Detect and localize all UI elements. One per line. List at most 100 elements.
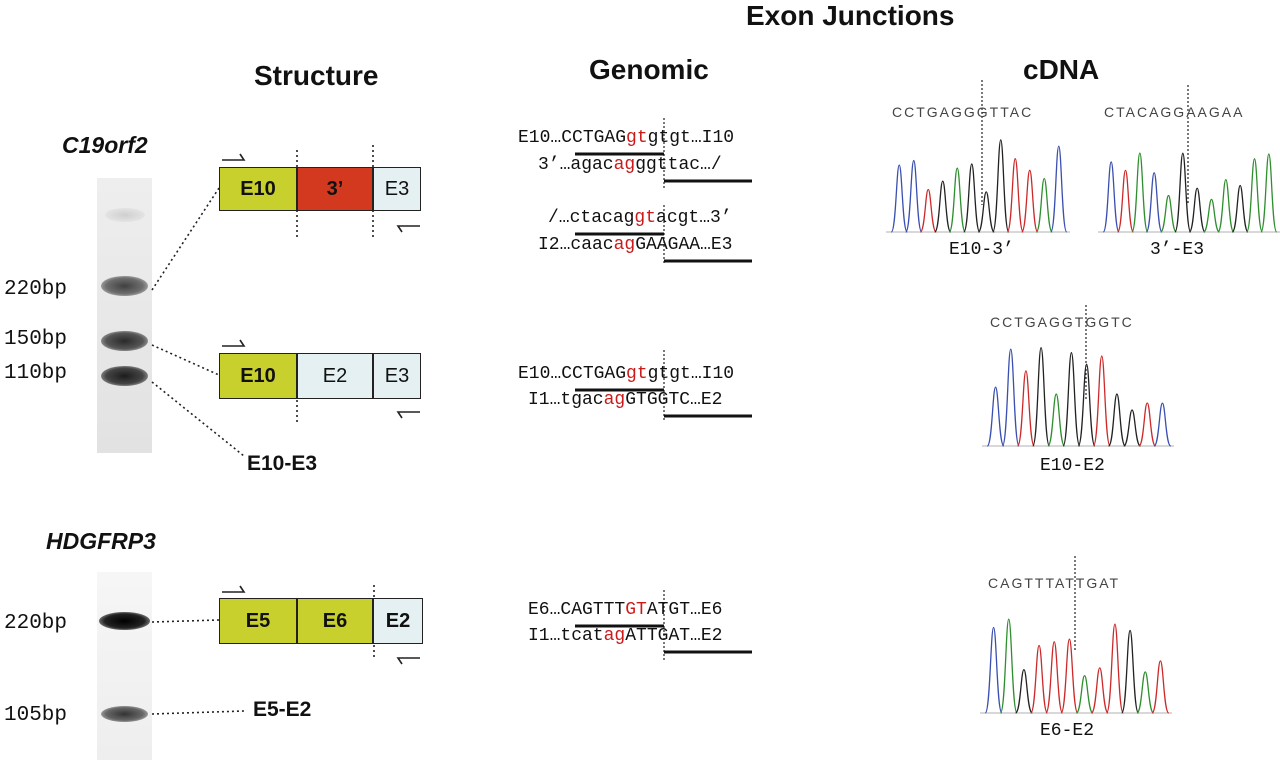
genomic-seq-line: E6…CAGTTTGTATGT…E6 <box>528 600 722 620</box>
genomic-seq-line: 3’…agacagggttac…/ <box>538 155 722 175</box>
seq-part: E10… <box>518 128 562 148</box>
chromatogram-peak <box>905 159 923 233</box>
exon-box-3prime: 3’ <box>297 167 373 211</box>
chromatogram-sequence: CTACAGGAAGAA <box>1104 104 1245 120</box>
chromatogram-peak <box>1060 638 1079 714</box>
band-size-label: 220bp <box>4 612 68 635</box>
chromatogram-peak <box>1032 347 1051 447</box>
chromatogram-peak <box>1188 187 1206 233</box>
seq-part: GTGGTC <box>625 390 691 410</box>
seq-part: E10… <box>518 364 562 384</box>
seq-part: I1…tgac <box>528 390 604 410</box>
chromatogram-peak <box>1145 172 1163 233</box>
seq-part: CCTGAG <box>561 128 627 148</box>
exon-box-e6: E6 <box>297 598 373 644</box>
chromatogram-peak <box>1062 351 1081 447</box>
chromatogram-peak <box>963 163 981 233</box>
seq-part: gtgt…I10 <box>647 364 735 384</box>
chromatogram-peak <box>1090 667 1109 714</box>
exon-box-e5: E5 <box>219 598 297 644</box>
chromatogram-peak <box>1016 370 1035 447</box>
gel-band <box>101 331 148 351</box>
exon-box-e2: E2 <box>297 353 373 399</box>
seq-part: gtgt…I10 <box>647 128 735 148</box>
seq-part: ATGT…E6 <box>646 600 723 620</box>
seq-part: …/ <box>700 155 722 175</box>
chromatogram-peak <box>948 167 966 233</box>
seq-part: ATTGAT <box>625 626 691 646</box>
exon-box-e3: E3 <box>373 167 421 211</box>
chromatogram-sequence: CCTGAGGTGGTC <box>990 314 1134 330</box>
genomic-seq-line: I1…tgacagGTGGTC…E2 <box>528 390 722 410</box>
chromatogram-peak <box>992 139 1010 233</box>
exon-box-e2: E2 <box>373 598 423 644</box>
chromatogram-peak <box>1131 152 1149 233</box>
chromatogram-peak <box>1245 158 1264 233</box>
chromatogram-peak <box>1138 402 1157 447</box>
seq-part: …E3 <box>700 235 733 255</box>
chromatogram-peak <box>890 164 908 233</box>
chromatogram-label: E10-E2 <box>1040 456 1105 476</box>
seq-part: ctacag <box>569 208 635 228</box>
chromatogram-peak <box>984 626 1003 714</box>
seq-part: …E2 <box>690 390 723 410</box>
seq-donor: gt <box>626 364 648 384</box>
chromatogram-peak <box>1075 674 1094 714</box>
seq-acceptor: ag <box>603 626 626 646</box>
chromatogram-peak <box>1050 145 1068 233</box>
chromatogram-peak <box>1001 348 1020 447</box>
chromatogram-peak <box>1006 158 1024 233</box>
chromatogram-peak <box>1151 660 1170 714</box>
chromatogram-peak <box>1047 393 1066 447</box>
exon-box-e10: E10 <box>219 167 297 211</box>
gene-name-hdgfrp3: HDGFRP3 <box>46 528 156 554</box>
seq-part: …E2 <box>690 626 723 646</box>
gel-lane-c19orf2 <box>97 178 152 453</box>
band-size-label: 220bp <box>4 278 68 301</box>
gel-band <box>101 276 148 296</box>
gel-lane-hdgfrp3 <box>97 572 152 760</box>
header-structure: Structure <box>254 60 379 91</box>
chromatogram-peak <box>1217 179 1235 233</box>
seq-part: GAAGAA <box>635 235 701 255</box>
gel-band <box>105 208 145 222</box>
gene-name-c19orf2: C19orf2 <box>62 132 148 158</box>
header-genomic: Genomic <box>589 54 709 85</box>
genomic-seq-line: E10…CCTGAGgtgtgt…I10 <box>518 128 734 148</box>
genomic-seq-line: I2…caacagGAAGAA…E3 <box>538 235 732 255</box>
skip-label-e5-e2: E5-E2 <box>253 698 312 721</box>
seq-part: 3’… <box>538 155 571 175</box>
title-exon-junctions: Exon Junctions <box>746 0 955 31</box>
chromatogram-peak <box>1121 629 1140 714</box>
genomic-seq-line: I1…tcatagATTGAT…E2 <box>528 626 722 646</box>
chromatogram-peak <box>999 618 1018 714</box>
genomic-seq-line: /…ctacaggtacgt…3’ <box>548 208 732 228</box>
header-cdna: cDNA <box>1023 54 1100 85</box>
chromatogram-peak <box>1077 363 1096 447</box>
band-size-label: 105bp <box>4 704 68 727</box>
chromatogram-peak <box>1153 402 1172 447</box>
seq-acceptor: ag <box>613 235 636 255</box>
chromatogram-peak <box>986 386 1005 447</box>
chromatogram-peak <box>1092 355 1111 447</box>
chromatogram-peak <box>1014 669 1033 714</box>
seq-donor: GT <box>625 600 647 620</box>
seq-part: I1…tcat <box>528 626 604 646</box>
gel-band <box>101 366 148 386</box>
chromatogram-label: E6-E2 <box>1040 721 1095 741</box>
chromatogram-label: 3’-E3 <box>1150 240 1205 260</box>
chromatogram-peak <box>1174 152 1192 233</box>
chromatogram-peak <box>919 188 937 233</box>
skip-label-e10-e3: E10-E3 <box>247 452 318 475</box>
chromatogram-peak <box>1260 153 1278 233</box>
seq-part: CCTGAG <box>561 364 627 384</box>
genomic-seq-line: E10…CCTGAGgtgtgt…I10 <box>518 364 734 384</box>
chromatogram-peak <box>1159 194 1178 233</box>
chromatogram-peak <box>1035 177 1053 233</box>
chromatogram-peak <box>1045 641 1064 714</box>
gel-band <box>101 706 148 722</box>
